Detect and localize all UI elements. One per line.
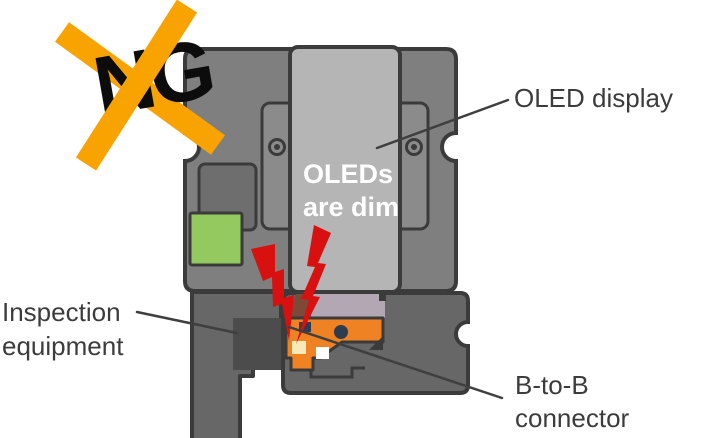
connector-recess-shadow xyxy=(233,318,283,370)
ng-cross-bar-descending xyxy=(75,0,198,171)
leader-line-btob xyxy=(287,325,504,400)
inspection-label-line2: equipment xyxy=(2,331,124,361)
lightning-bolt-icon-right xyxy=(296,225,331,344)
leader-line-inspection xyxy=(135,310,239,335)
connector-base-notch xyxy=(379,293,386,301)
defect-note-line1: OLEDs xyxy=(303,159,393,189)
connector-corner-wedge xyxy=(369,336,383,350)
green-component xyxy=(188,211,244,267)
connector-base-lavender xyxy=(311,293,385,318)
screw-icon-left xyxy=(268,138,286,156)
oled-display-label: OLED display xyxy=(514,83,673,113)
inspection-label-line1: Inspection xyxy=(2,297,121,327)
leader-line-oled-display xyxy=(375,98,510,150)
lightning-bolt-icon-left xyxy=(251,244,294,341)
connector-pad-white xyxy=(316,347,329,359)
recess-step-outline xyxy=(309,366,365,379)
btob-label-line1: B-to-B xyxy=(515,370,589,400)
ng-cross-mark: NG xyxy=(54,0,226,171)
connector-pin-circle xyxy=(334,325,348,339)
connector-pad-cream xyxy=(292,341,306,354)
screw-icon-right xyxy=(405,138,423,156)
btob-label-line2: connector xyxy=(515,403,630,433)
defect-note-line2: are dim xyxy=(303,192,399,222)
connector-pin-square xyxy=(299,322,311,332)
